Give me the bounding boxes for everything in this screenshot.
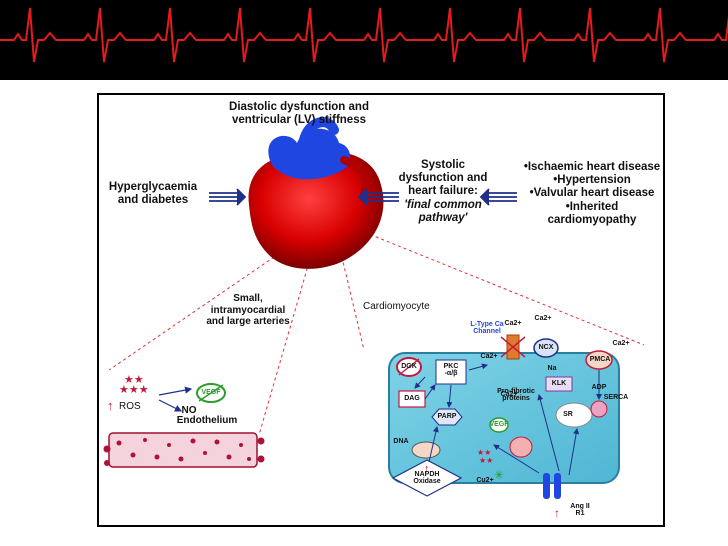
svg-text:★★★: ★★★ [119, 384, 149, 396]
right-causes-list: •Ischaemic heart disease •Hypertension •… [523, 161, 661, 226]
ca-label-3: Ca2+ [612, 340, 630, 347]
cardiomyocyte-cell-graphic: ★★ ★★ ✳ ↑ ↑ [388, 334, 620, 520]
top-title: Diastolic dysfunction and ventricular (L… [229, 101, 369, 127]
svg-text:★★: ★★ [124, 374, 144, 386]
vessels-label: Small, intramyocardial and large arterie… [206, 293, 290, 327]
svg-text:↑: ↑ [554, 506, 560, 520]
klk-label: KLK [551, 380, 567, 387]
svg-text:★★: ★★ [477, 448, 491, 457]
ca-label-5: Ca2+ [500, 391, 518, 398]
cu-label: Cu2+ [476, 477, 494, 484]
pmca-label: PMCA [589, 356, 611, 363]
left-cause-label: Hyperglycaemia and diabetes [108, 181, 198, 207]
svg-text:↑: ↑ [107, 398, 114, 413]
vegf-label: VEGF [201, 389, 221, 396]
heart-illustration [248, 117, 384, 269]
svg-text:↑: ↑ [424, 463, 430, 475]
blood-vessel-graphic [103, 432, 265, 468]
svg-text:★★: ★★ [479, 456, 493, 465]
serca-label: SERCA [603, 394, 629, 401]
endothelium-label: Endothelium [176, 415, 238, 426]
dna-label: DNA [393, 438, 409, 445]
no-label: NO [181, 405, 197, 416]
ecg-banner [0, 0, 728, 80]
ecg-waveform-graphic [0, 0, 728, 80]
ca-label-1: Ca2+ [504, 320, 522, 327]
adp-label: ADP [591, 384, 607, 391]
ca-label-2: Ca2+ [534, 315, 552, 322]
diagram-frame: ★★ ★★★ ↑ [97, 93, 665, 527]
cell-vegf-label: VEGF [489, 421, 509, 428]
diagram-graphics: ★★ ★★★ ↑ [103, 117, 645, 520]
sr-label: SR [563, 411, 573, 418]
cardiomyocyte-label: Cardiomyocyte [363, 301, 430, 312]
dag-label: DAG [404, 395, 420, 402]
ncx-label: NCX [538, 344, 554, 351]
ros-label: ROS [119, 401, 141, 412]
dgk-label: DGK [401, 363, 417, 370]
pkc-label: PKC-α/β [443, 363, 459, 378]
parp-label: PARP [437, 413, 457, 420]
na-label: Na [547, 365, 557, 372]
vegf-icon [196, 383, 226, 403]
ca-label-4: Ca2+ [480, 353, 498, 360]
center-outcome-label: Systolic dysfunction and heart failure: … [398, 159, 488, 224]
svg-text:✳: ✳ [494, 468, 504, 482]
